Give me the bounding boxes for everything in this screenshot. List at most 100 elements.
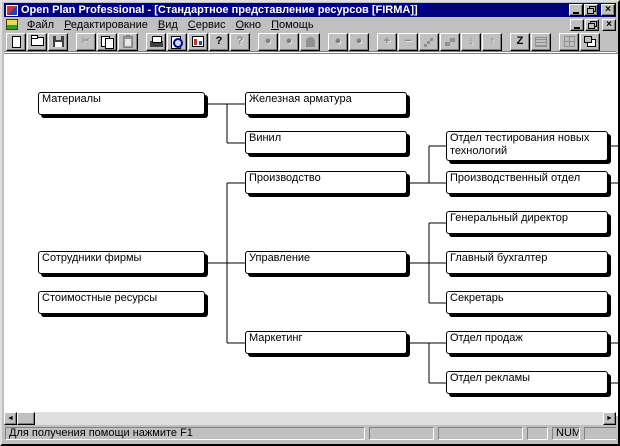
table-chart-icon <box>192 36 204 47</box>
save-floppy-icon <box>52 36 64 47</box>
paste-button[interactable] <box>118 32 138 51</box>
steps-button[interactable] <box>440 32 460 51</box>
resource-node-general-director[interactable]: Генеральный директор <box>446 211 608 234</box>
new-document-icon <box>11 35 21 48</box>
circle-query-icon: ● <box>285 35 293 47</box>
notes-button[interactable] <box>531 32 551 51</box>
resource-node-vinyl[interactable]: Винил <box>245 131 407 154</box>
title-bar: Open Plan Professional - [Стандартное пр… <box>4 3 616 17</box>
context-help-icon: ? <box>236 35 244 47</box>
shape-circle-alt-button[interactable]: ● <box>279 32 299 51</box>
child-minimize-button[interactable] <box>570 18 584 31</box>
steps-icon <box>444 37 456 46</box>
resource-node-marketing[interactable]: Маркетинг <box>245 331 407 354</box>
resource-node-iron-fittings[interactable]: Железная арматура <box>245 92 407 115</box>
resource-node-advertising-dept[interactable]: Отдел рекламы <box>446 371 608 394</box>
num-lock-indicator: NUM <box>552 427 580 440</box>
resource-node-testing-dept[interactable]: Отдел тестирования новых технологий <box>446 131 608 161</box>
restore-button[interactable] <box>584 4 598 16</box>
context-help-button[interactable]: ? <box>230 32 250 51</box>
shape-oval-button[interactable]: ● <box>328 32 348 51</box>
menu-bar: Файл Редактирование Вид Сервис Окно Помощь × <box>4 17 616 32</box>
status-panel-1 <box>369 427 434 440</box>
close-icon: × <box>606 18 612 30</box>
open-button[interactable] <box>27 32 47 51</box>
table-view-button[interactable] <box>188 32 208 51</box>
scissors-icon: ✂ <box>81 35 91 47</box>
copy-pages-icon <box>100 35 114 49</box>
remove-button[interactable]: − <box>398 32 418 51</box>
menu-item-edit[interactable]: Редактирование <box>64 18 148 31</box>
print-preview-icon <box>171 35 183 49</box>
menu-item-file[interactable]: Файл <box>27 18 55 31</box>
close-icon: × <box>605 4 611 15</box>
open-folder-icon <box>30 35 44 46</box>
zoom-button[interactable]: Z <box>510 32 530 51</box>
notes-lines-icon <box>535 36 547 47</box>
close-button[interactable]: × <box>601 4 615 16</box>
menu-item-help[interactable]: Помощь <box>271 18 314 31</box>
menu-item-view[interactable]: Вид <box>157 18 178 31</box>
resource-node-chief-accountant[interactable]: Главный бухгалтер <box>446 251 608 274</box>
arrow-down-icon: ↓ <box>468 35 474 47</box>
resource-node-secretary[interactable]: Секретарь <box>446 291 608 314</box>
oval-shape-icon: ● <box>355 35 363 47</box>
child-restore-button[interactable] <box>585 18 599 31</box>
resource-node-employees[interactable]: Сотрудники фирмы <box>38 251 205 274</box>
cascade-button[interactable] <box>580 32 600 51</box>
add-button[interactable]: + <box>377 32 397 51</box>
print-preview-button[interactable] <box>167 32 187 51</box>
arrow-up-icon: ↑ <box>489 35 495 47</box>
resource-node-production-dept[interactable]: Производственный отдел <box>446 171 608 194</box>
help-button[interactable]: ? <box>209 32 229 51</box>
oval-shape-icon: ● <box>334 35 342 47</box>
link-button[interactable] <box>419 32 439 51</box>
scrollbar-thumb[interactable] <box>17 412 35 425</box>
child-close-button[interactable]: × <box>602 18 616 31</box>
move-down-button[interactable]: ↓ <box>461 32 481 51</box>
shape-arch-button[interactable] <box>300 32 320 51</box>
app-icon[interactable] <box>6 4 18 16</box>
copy-button[interactable] <box>97 32 117 51</box>
resource-tree-canvas[interactable]: Материалы Сотрудники фирмы Стоимостные р… <box>4 53 618 416</box>
scroll-left-button[interactable]: ◄ <box>4 412 17 425</box>
menu-item-tools[interactable]: Сервис <box>187 18 226 31</box>
minimize-button[interactable] <box>569 4 583 16</box>
document-icon[interactable] <box>6 19 18 30</box>
minimize-icon <box>574 26 580 29</box>
move-up-button[interactable]: ↑ <box>482 32 502 51</box>
scatter-dots-icon <box>424 37 434 47</box>
arch-shape-icon <box>305 36 315 47</box>
plus-icon: + <box>383 35 391 47</box>
new-button[interactable] <box>6 32 26 51</box>
help-question-icon: ? <box>215 35 223 47</box>
resource-node-management[interactable]: Управление <box>245 251 407 274</box>
save-button[interactable] <box>48 32 68 51</box>
print-button[interactable] <box>146 32 166 51</box>
minus-icon: − <box>404 35 412 47</box>
toolbar-separator <box>4 51 616 53</box>
shape-circle-button[interactable]: ● <box>258 32 278 51</box>
cascade-windows-icon <box>584 36 596 47</box>
resource-node-sales-dept[interactable]: Отдел продаж <box>446 331 608 354</box>
resource-node-materials[interactable]: Материалы <box>38 92 205 115</box>
status-message: Для получения помощи нажмите F1 <box>5 427 365 440</box>
shape-oval-alt-button[interactable]: ● <box>349 32 369 51</box>
circle-shape-icon: ● <box>264 35 272 47</box>
toolbar: ✂?? ● ● ● ● + − ↓ ↑ Z <box>4 32 616 51</box>
restore-icon <box>587 6 596 14</box>
horizontal-scrollbar[interactable]: ◄ ► <box>4 412 616 425</box>
status-panel-3 <box>527 427 548 440</box>
grid-button[interactable] <box>559 32 579 51</box>
grid-icon <box>563 36 575 47</box>
scrollbar-track[interactable] <box>35 412 603 425</box>
status-bar: Для получения помощи нажмите F1 NUM <box>4 425 616 442</box>
printer-icon <box>149 36 163 47</box>
scroll-right-button[interactable]: ► <box>603 412 616 425</box>
resource-node-cost-resources[interactable]: Стоимостные ресурсы <box>38 291 205 314</box>
minimize-icon <box>573 12 579 14</box>
menu-item-window[interactable]: Окно <box>235 18 262 31</box>
cut-button[interactable]: ✂ <box>76 32 96 51</box>
resource-node-production[interactable]: Производство <box>245 171 407 194</box>
